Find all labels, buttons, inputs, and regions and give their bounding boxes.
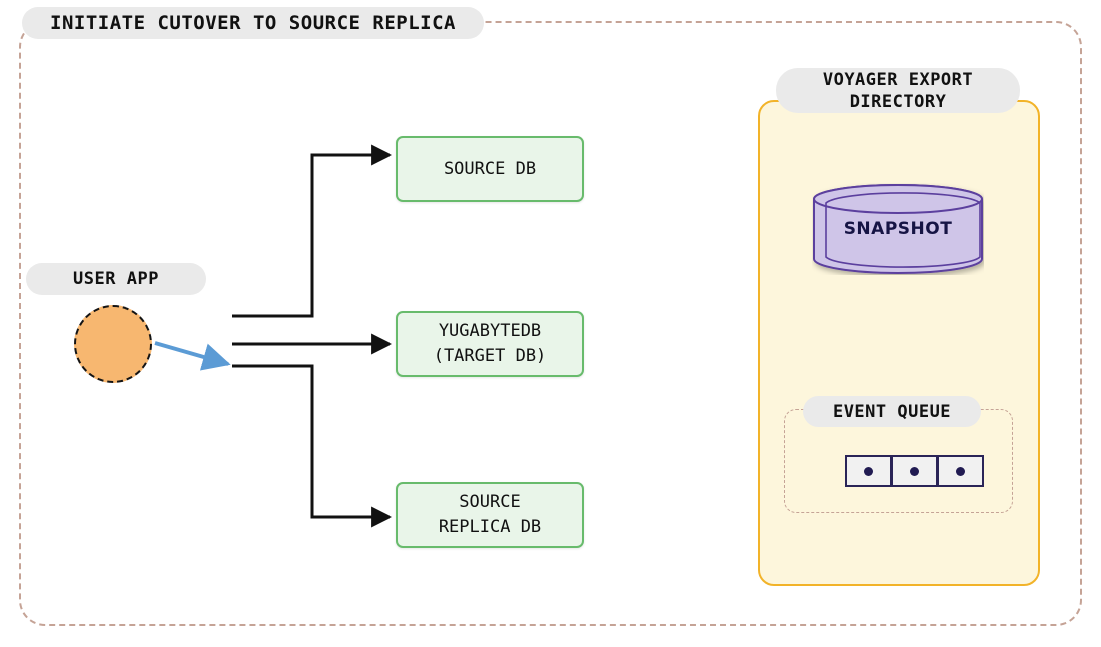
voyager-export-directory-pill: VOYAGER EXPORT DIRECTORY <box>776 68 1020 113</box>
event-queue-label: EVENT QUEUE <box>832 401 952 422</box>
voyager-title-line-2: DIRECTORY <box>849 91 947 112</box>
replica-db-line-2: REPLICA DB <box>438 517 542 537</box>
event-queue-pill: EVENT QUEUE <box>803 396 981 427</box>
user-app-pill: USER APP <box>26 263 206 295</box>
user-app-label: USER APP <box>73 269 159 289</box>
replica-db-line-1: SOURCE <box>459 492 521 512</box>
event-dot-icon <box>910 466 919 476</box>
diagram-title-pill: INITIATE CUTOVER TO SOURCE REPLICA <box>22 7 484 39</box>
user-app-circle-icon <box>74 305 152 383</box>
event-queue-cell <box>845 455 892 487</box>
diagram-title-text: INITIATE CUTOVER TO SOURCE REPLICA <box>50 12 456 34</box>
snapshot-cylinder-icon <box>813 184 983 274</box>
event-dot-icon <box>864 466 873 476</box>
event-queue-cell <box>937 455 984 487</box>
event-dot-icon <box>956 466 965 476</box>
node-source-replica-db: SOURCE REPLICA DB <box>396 482 584 548</box>
target-db-line-1: YUGABYTEDB <box>438 321 542 341</box>
voyager-export-directory-panel <box>758 100 1040 586</box>
target-db-line-2: (TARGET DB) <box>433 346 547 366</box>
node-source-db: SOURCE DB <box>396 136 584 202</box>
outer-dashed-frame <box>19 21 1082 626</box>
voyager-title-line-1: VOYAGER EXPORT <box>822 69 974 90</box>
node-yugabytedb-target: YUGABYTEDB (TARGET DB) <box>396 311 584 377</box>
event-queue-cell <box>891 455 938 487</box>
source-db-line-1: SOURCE DB <box>443 158 537 179</box>
